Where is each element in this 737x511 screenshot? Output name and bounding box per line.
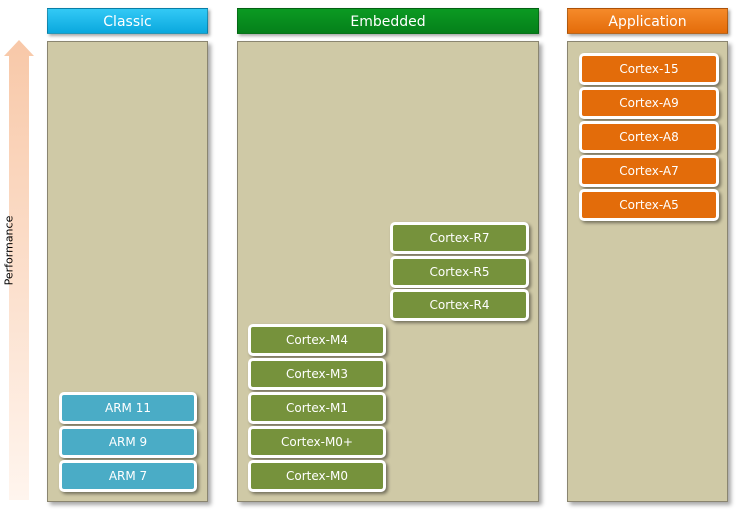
- chip-arm-9: ARM 9: [59, 426, 197, 458]
- chip-arm-11: ARM 11: [59, 392, 197, 424]
- chip-cortex-a9: Cortex-A9: [579, 87, 719, 119]
- chip-cortex-m4: Cortex-M4: [248, 324, 386, 356]
- chip-cortex-m1: Cortex-M1: [248, 392, 386, 424]
- chip-cortex-r4: Cortex-R4: [390, 289, 529, 321]
- chip-cortex-15: Cortex-15: [579, 53, 719, 85]
- chip-cortex-m0-plus: Cortex-M0+: [248, 426, 386, 458]
- classic-column: [47, 41, 208, 502]
- chip-cortex-a5: Cortex-A5: [579, 189, 719, 221]
- chip-cortex-a8: Cortex-A8: [579, 121, 719, 153]
- chip-cortex-m3: Cortex-M3: [248, 358, 386, 390]
- performance-arrow: [4, 40, 34, 500]
- chip-cortex-m0: Cortex-M0: [248, 460, 386, 492]
- embedded-header: Embedded: [237, 8, 539, 34]
- classic-header: Classic: [47, 8, 208, 34]
- chip-arm-7: ARM 7: [59, 460, 197, 492]
- chip-cortex-a7: Cortex-A7: [579, 155, 719, 187]
- application-header: Application: [567, 8, 728, 34]
- chip-cortex-r7: Cortex-R7: [390, 222, 529, 254]
- chip-cortex-r5: Cortex-R5: [390, 256, 529, 288]
- performance-label: Performance: [2, 215, 16, 286]
